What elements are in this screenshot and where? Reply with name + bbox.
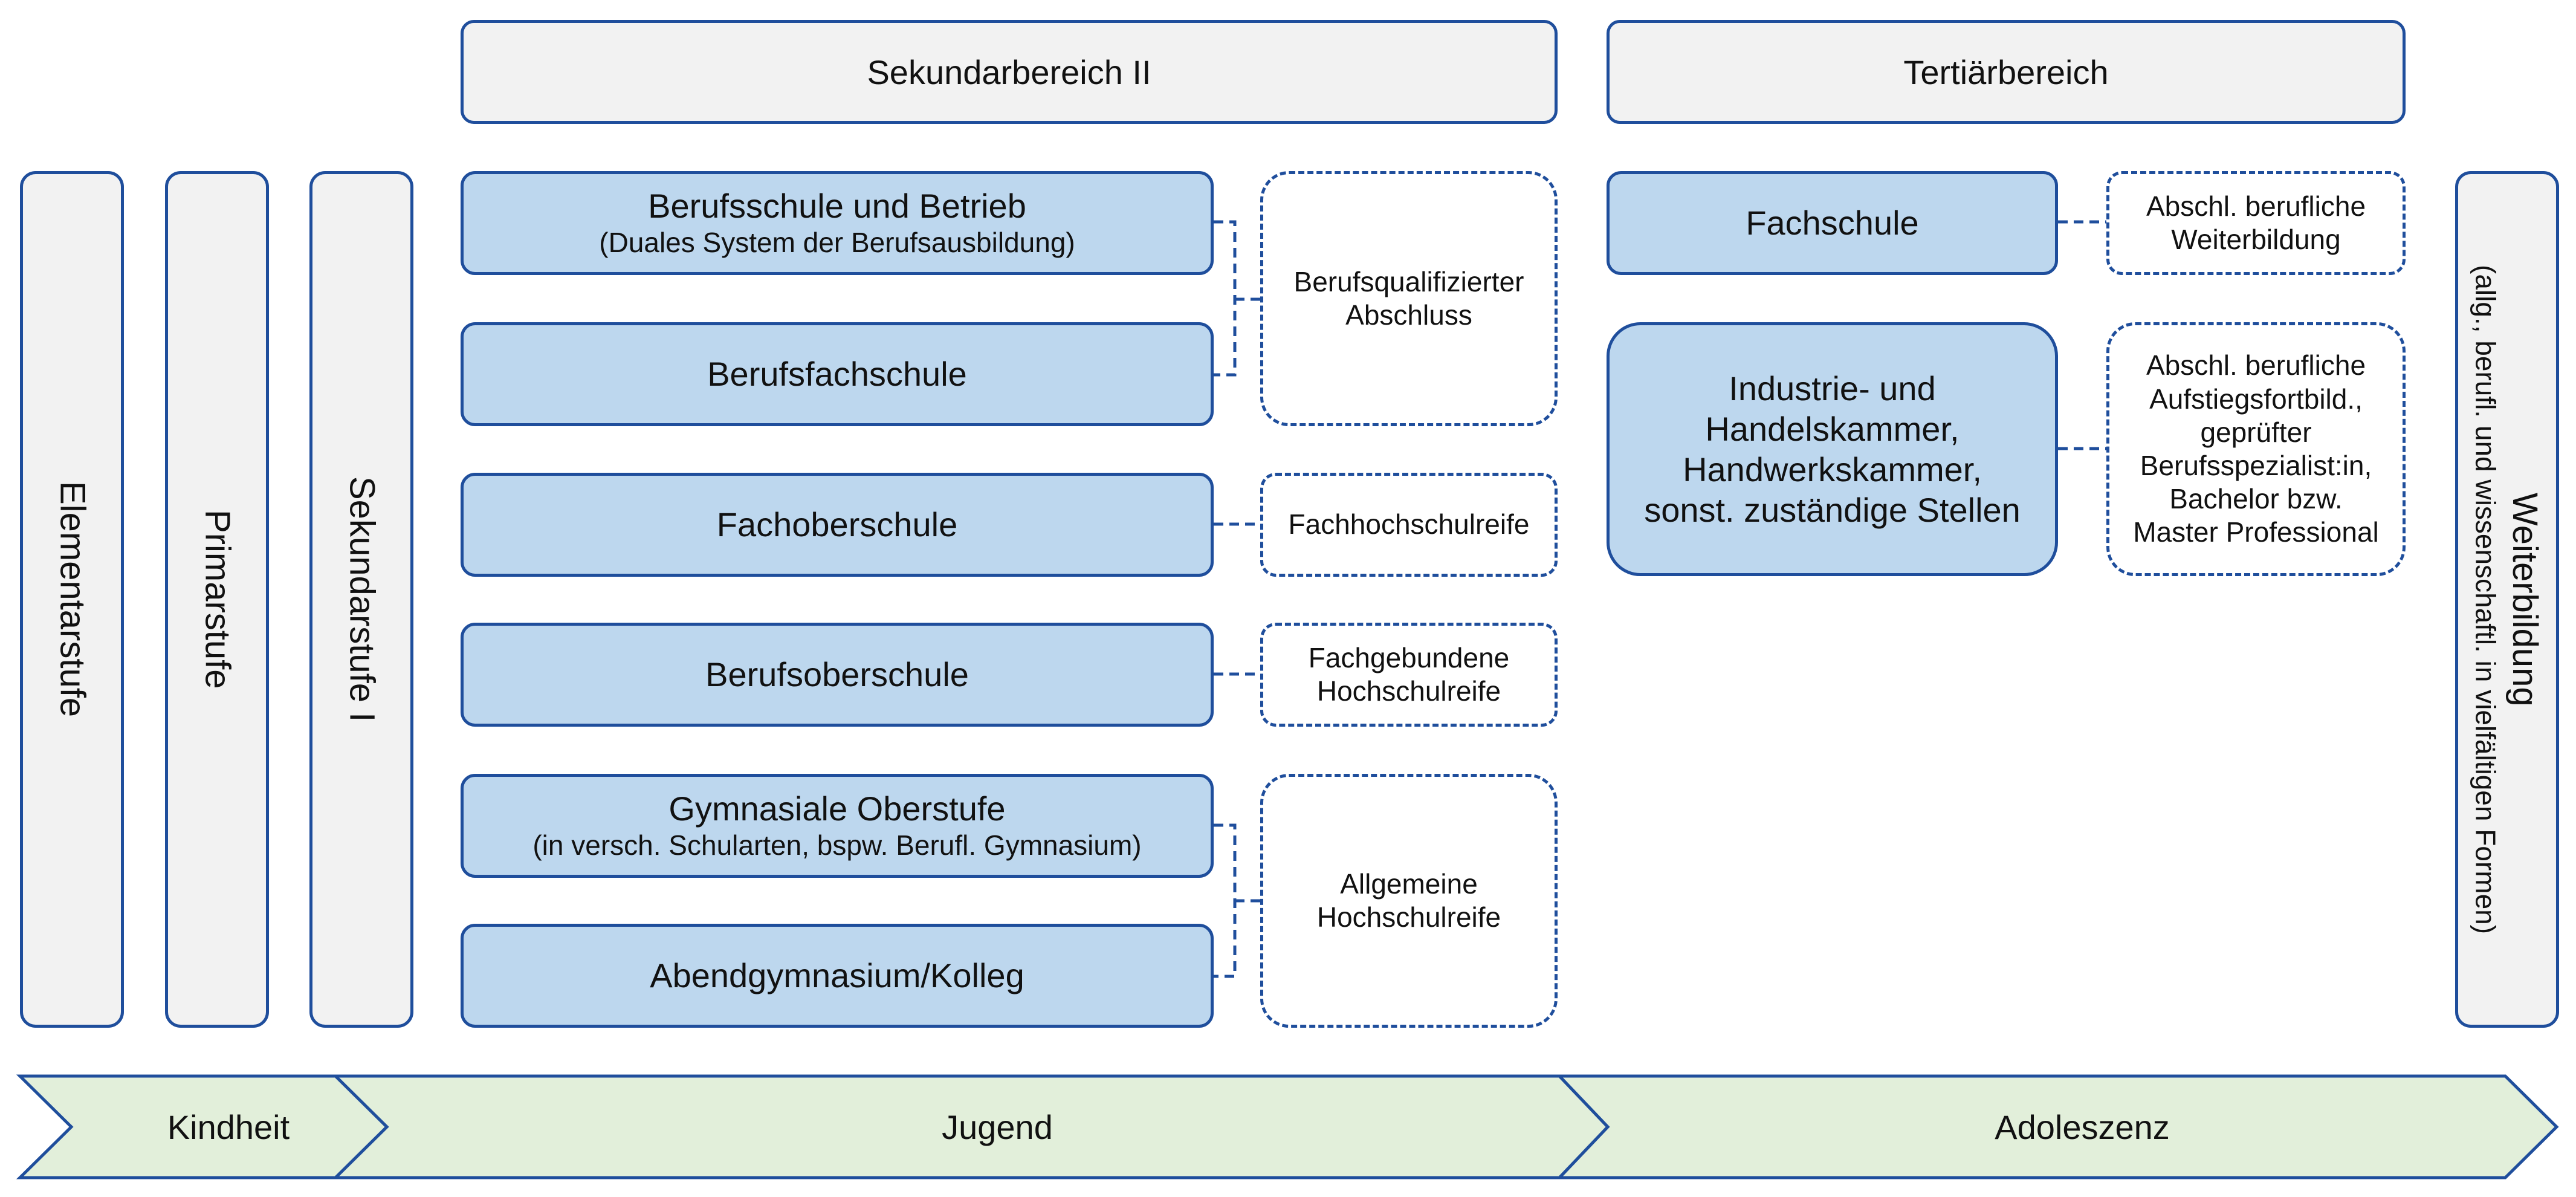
school-berufsoberschule: Berufsoberschule — [461, 623, 1214, 727]
qualification-aufstieg: Abschl. berufliche Aufstiegsfortbild., g… — [2106, 322, 2406, 576]
school-abendgymnasium-title: Abendgymnasium/Kolleg — [650, 956, 1024, 994]
institution-kammer-title: Industrie- und Handelskammer, Handwerksk… — [1644, 369, 2021, 530]
column-primarstufe: Primarstufe — [165, 171, 269, 1028]
school-gymnasiale-subtitle: (in versch. Schularten, bspw. Berufl. Gy… — [532, 829, 1142, 861]
column-sekundarstufe-1: Sekundarstufe I — [309, 171, 413, 1028]
timeline-adoleszenz: Adoleszenz — [1608, 1076, 2557, 1178]
school-gymnasiale-title: Gymnasiale Oberstufe — [668, 790, 1006, 828]
qualification-berufsqualifiziert: Berufsqualifizierter Abschluss — [1260, 171, 1558, 426]
column-weiterbildung-subtitle: (allg., berufl. und wissenschaftl. in vi… — [2470, 264, 2502, 935]
school-berufsschule-und-betrieb: Berufsschule und Betrieb (Duales System … — [461, 171, 1214, 275]
qualification-fachhochschulreife-label: Fachhochschulreife — [1288, 508, 1530, 540]
qualification-allgemein: Allgemeine Hochschulreife — [1260, 774, 1558, 1028]
school-gymnasiale-oberstufe: Gymnasiale Oberstufe (in versch. Schular… — [461, 774, 1214, 878]
timeline-adoleszenz-label: Adoleszenz — [1995, 1108, 2170, 1146]
qualification-fachgebunden: Fachgebundene Hochschulreife — [1260, 623, 1558, 727]
header-sekundarbereich-2-label: Sekundarbereich II — [867, 53, 1151, 91]
school-berufsfachschule-title: Berufsfachschule — [707, 354, 967, 393]
column-weiterbildung-title: Weiterbildung — [2505, 492, 2545, 707]
header-tertiaerbereich-label: Tertiärbereich — [1903, 53, 2109, 91]
header-tertiaerbereich: Tertiärbereich — [1607, 20, 2406, 124]
column-elementarstufe-label: Elementarstufe — [53, 481, 92, 718]
column-weiterbildung: Weiterbildung (allg., berufl. und wissen… — [2455, 171, 2559, 1028]
school-berufsschule-title: Berufsschule und Betrieb — [648, 187, 1026, 225]
timeline-jugend: Jugend — [387, 1076, 1608, 1178]
school-fachoberschule: Fachoberschule — [461, 473, 1214, 577]
qualification-fachgebunden-label: Fachgebundene Hochschulreife — [1308, 641, 1510, 707]
school-abendgymnasium: Abendgymnasium/Kolleg — [461, 924, 1214, 1028]
timeline-jugend-label: Jugend — [942, 1108, 1053, 1146]
school-fachschule-title: Fachschule — [1746, 203, 1919, 242]
school-fachschule: Fachschule — [1607, 171, 2058, 275]
qualification-weiterbildung-label: Abschl. berufliche Weiterbildung — [2146, 190, 2366, 255]
connector-berufsschule — [1214, 220, 1237, 377]
column-elementarstufe: Elementarstufe — [20, 171, 124, 1028]
qualification-allgemein-label: Allgemeine Hochschulreife — [1316, 868, 1501, 933]
connector-gymnasiale — [1214, 823, 1237, 978]
column-primarstufe-label: Primarstufe — [198, 510, 238, 689]
timeline-kindheit-arrow — [16, 1074, 389, 1179]
timeline-kindheit-label: Kindheit — [167, 1108, 290, 1146]
institution-kammer: Industrie- und Handelskammer, Handwerksk… — [1607, 322, 2058, 576]
header-sekundarbereich-2: Sekundarbereich II — [461, 20, 1558, 124]
timeline-kindheit: Kindheit — [71, 1076, 386, 1178]
qualification-aufstieg-label: Abschl. berufliche Aufstiegsfortbild., g… — [2133, 349, 2379, 548]
school-berufsschule-subtitle: (Duales System der Berufsausbildung) — [599, 226, 1075, 258]
school-fachoberschule-title: Fachoberschule — [716, 505, 958, 543]
column-weiterbildung-text: Weiterbildung (allg., berufl. und wissen… — [2468, 265, 2546, 934]
qualification-fachhochschulreife: Fachhochschulreife — [1260, 473, 1558, 577]
column-sekundarstufe-1-label: Sekundarstufe I — [342, 476, 382, 722]
school-berufsoberschule-title: Berufsoberschule — [705, 655, 969, 693]
qualification-weiterbildung: Abschl. berufliche Weiterbildung — [2106, 171, 2406, 275]
qualification-berufsqualifiziert-label: Berufsqualifizierter Abschluss — [1293, 265, 1524, 331]
school-berufsfachschule: Berufsfachschule — [461, 322, 1214, 426]
